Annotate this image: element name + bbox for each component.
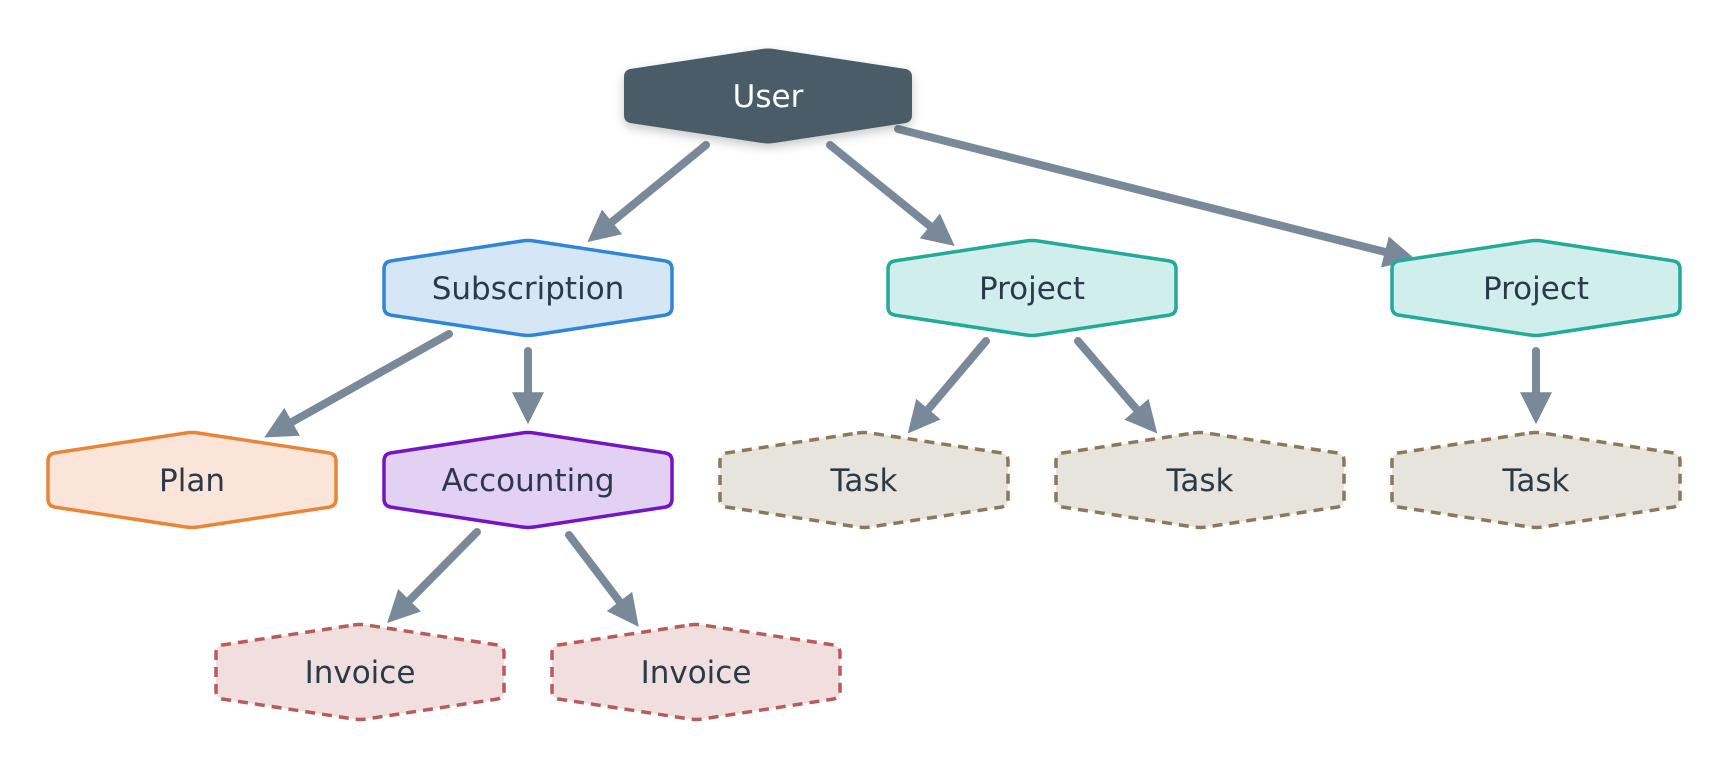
node-label: User [733,79,804,115]
node-label: Accounting [441,463,614,499]
edge-accounting-to-invoice-2 [565,531,639,627]
node-label: Project [979,271,1085,307]
node-shape [1054,430,1346,530]
edge-user-to-project-2 [894,125,1416,268]
node-shape [382,238,674,338]
node-label: Task [830,463,898,499]
node-shape [1390,238,1682,338]
edges-layer [264,125,1552,627]
edge-project-1-to-task-1 [907,337,990,434]
node-subscription: Subscription [382,238,674,338]
node-project-2: Project [1390,238,1682,338]
node-label: Invoice [305,655,416,691]
node-project-1: Project [886,238,1178,338]
node-label: Project [1483,271,1589,307]
edge-user-to-subscription [587,141,710,243]
edge-subscription-to-plan [264,330,453,438]
node-label: Task [1502,463,1570,499]
node-shape [886,238,1178,338]
node-user: User [624,48,912,144]
node-label: Plan [159,463,225,499]
node-invoice-1: Invoice [214,622,506,722]
node-task-1: Task [718,430,1010,530]
node-shape [382,430,674,530]
node-accounting: Accounting [382,430,674,530]
node-shape [46,430,338,530]
node-label: Subscription [432,271,625,307]
node-label: Invoice [641,655,752,691]
node-shape [718,430,1010,530]
node-shape [624,48,912,144]
node-task-3: Task [1390,430,1682,530]
node-plan: Plan [46,430,338,530]
node-label: Task [1166,463,1234,499]
edge-project-1-to-task-2 [1074,337,1158,434]
edge-user-to-project-1 [826,141,955,247]
node-shape [214,622,506,722]
node-shape [550,622,842,722]
node-invoice-2: Invoice [550,622,842,722]
edge-accounting-to-invoice-1 [387,528,481,623]
node-task-2: Task [1054,430,1346,530]
node-shape [1390,430,1682,530]
